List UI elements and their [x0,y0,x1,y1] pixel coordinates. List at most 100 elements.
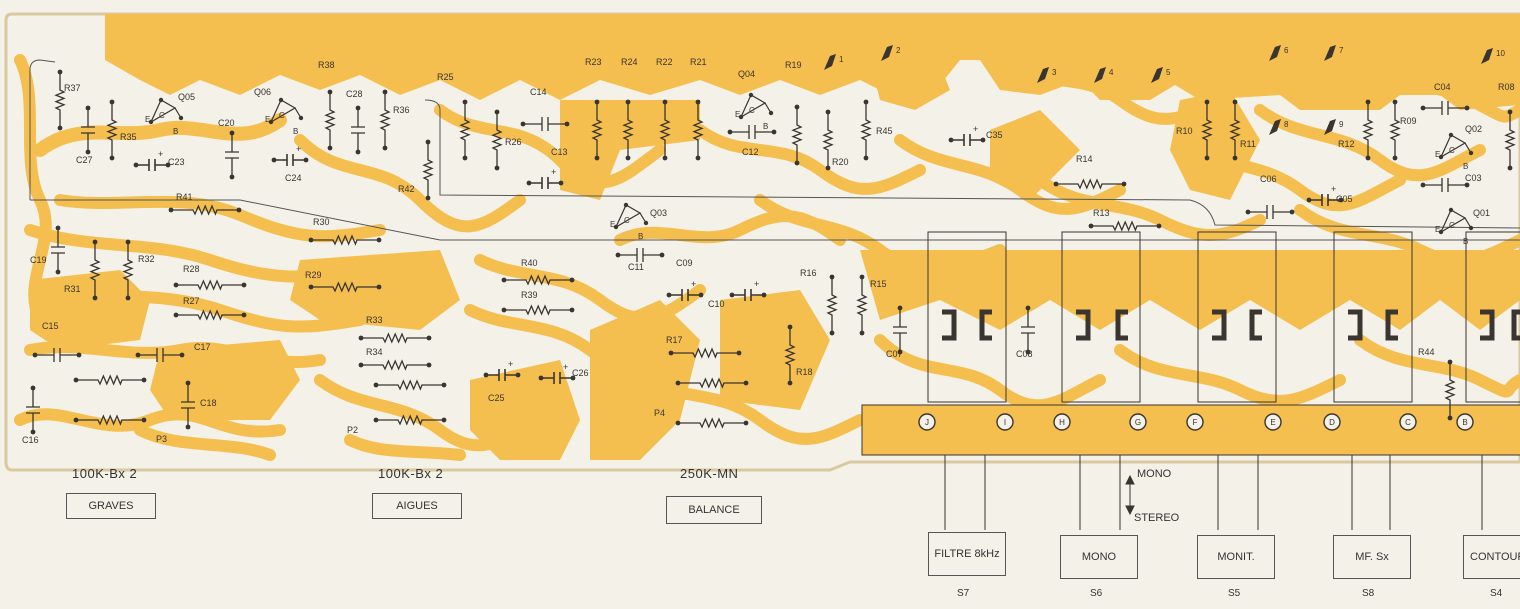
label-aigues: AIGUES [372,493,462,519]
label-r30: R30 [313,217,330,227]
pin-4: 4 [1094,67,1114,83]
pin-9: 9 [1324,119,1344,135]
label-r14: R14 [1076,154,1093,164]
label-r44: R44 [1418,347,1435,357]
mono-mark: MONO [1137,468,1172,480]
label-r26: R26 [505,137,522,147]
svg-text:C: C [159,111,165,120]
svg-text:+: + [691,279,696,289]
svg-text:I: I [1004,418,1006,427]
pin-10: 10 [1481,48,1505,64]
svg-text:+: + [754,279,759,289]
pin-1: 1 [824,54,844,70]
copper-tracks [14,54,1520,461]
label-c03: C03 [1465,173,1482,183]
label-c06: C06 [1260,174,1277,184]
svg-text:E: E [1435,150,1440,159]
label-r31: R31 [64,284,81,294]
svg-text:C: C [1405,418,1411,427]
pin-6: 6 [1269,45,1289,61]
label-graves: GRAVES [66,493,156,519]
svg-text:9: 9 [1339,120,1344,129]
label-r27: R27 [183,296,200,306]
svg-text:E: E [145,115,150,124]
label-r17: R17 [666,335,683,345]
label-r18: R18 [796,367,813,377]
svg-text:G: G [1135,418,1141,427]
svg-text:B: B [1463,237,1468,246]
svg-text:+: + [551,167,556,177]
label-r13: R13 [1093,208,1110,218]
svg-text:1: 1 [839,55,844,64]
label-r29: R29 [305,270,322,280]
label-r32: R32 [138,254,155,264]
label-c28: C28 [346,89,363,99]
switch-filtre: FILTRE 8kHz [928,532,1006,576]
switch-contour: CONTOUR [1463,535,1520,579]
label-r35: R35 [120,132,137,142]
label-q02: Q02 [1465,124,1482,134]
label-r40: R40 [521,258,538,268]
switch-ref-s5: S5 [1228,588,1241,599]
svg-text:5: 5 [1166,68,1171,77]
label-r11: R11 [1240,139,1256,149]
label-c10: C10 [708,299,725,309]
label-r15: R15 [870,279,887,289]
svg-text:B: B [173,127,178,136]
label-q06: Q06 [254,87,271,97]
label-c09: C09 [676,258,693,268]
switch-mono: MONO [1060,535,1138,579]
svg-text:E: E [1270,418,1275,427]
svg-text:6: 6 [1284,46,1289,55]
pin-7: 7 [1324,45,1344,61]
svg-text:+: + [1331,184,1336,194]
svg-text:B: B [763,122,768,131]
switch-monit: MONIT. [1197,535,1275,579]
svg-text:J: J [925,418,929,427]
label-c07: C07 [886,349,903,359]
terminal-j: J [918,413,936,431]
svg-text:+: + [563,362,568,372]
label-r45: R45 [876,126,893,136]
label-r21: R21 [690,57,707,67]
label-c13: C13 [551,147,568,157]
svg-text:B: B [638,232,643,241]
svg-text:D: D [1329,418,1335,427]
terminal-h: H [1053,413,1071,431]
svg-text:B: B [293,127,298,136]
label-c05: C05 [1336,194,1353,204]
switch-mf-sx: MF. Sx [1333,535,1411,579]
svg-text:E: E [735,110,740,119]
svg-text:C: C [749,106,755,115]
label-c20: C20 [218,118,235,128]
label-c17: C17 [194,342,211,352]
terminal-g: G [1129,413,1147,431]
label-r39: R39 [521,290,538,300]
label-p2: P2 [347,425,358,435]
pot-value-graves: 100K-Bx 2 [72,466,138,481]
label-c23: C23 [168,157,185,167]
label-balance: BALANCE [666,496,762,524]
label-c27: C27 [76,155,93,165]
switch-contacts [942,309,1520,341]
label-c26: C26 [572,368,589,378]
svg-text:E: E [1435,225,1440,234]
label-r28: R28 [183,264,200,274]
label-r37: R37 [64,83,81,93]
label-c16: C16 [22,435,39,445]
label-r23: R23 [585,57,602,67]
pin-3: 3 [1037,67,1057,83]
svg-text:B: B [1462,418,1467,427]
label-r41: R41 [176,192,193,202]
terminal-b: B [1456,413,1474,431]
jumper-wires [29,59,1520,241]
label-r24: R24 [621,57,638,67]
svg-text:2: 2 [896,46,901,55]
label-c08: C08 [1016,349,1033,359]
svg-text:C: C [1449,221,1455,230]
svg-text:E: E [610,220,615,229]
